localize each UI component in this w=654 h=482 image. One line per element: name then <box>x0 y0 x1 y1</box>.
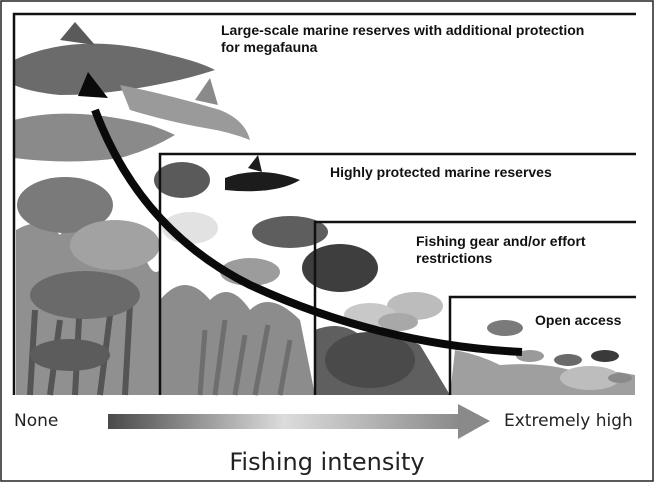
axis-title: Fishing intensity <box>0 448 654 476</box>
zone-label-large-scale-reserves: Large-scale marine reserves with additio… <box>221 22 601 56</box>
axis-low-label: None <box>14 411 58 431</box>
axis-high-label: Extremely high <box>504 411 633 431</box>
fishing-intensity-arrow <box>108 404 490 439</box>
zone-label-gear-restrictions: Fishing gear and/or effort restrictions <box>416 233 626 267</box>
zone-label-open-access: Open access <box>535 312 645 329</box>
zone-label-highly-protected: Highly protected marine reserves <box>330 164 630 181</box>
